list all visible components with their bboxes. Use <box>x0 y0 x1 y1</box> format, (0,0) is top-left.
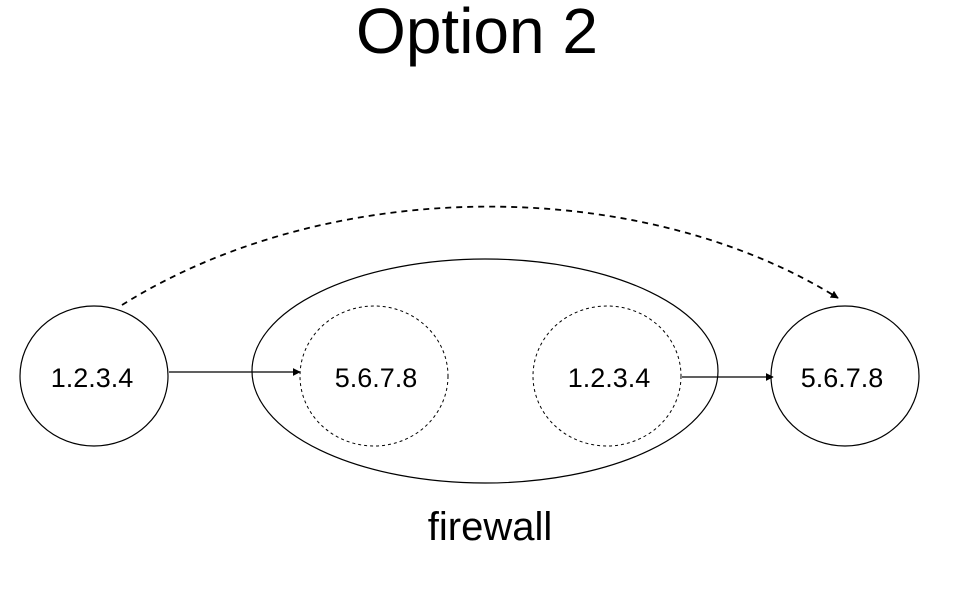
firewall-inner-destination-circle <box>299 305 449 447</box>
diagram-title: Option 2 <box>356 0 598 67</box>
firewall-label: firewall <box>428 505 552 549</box>
firewall-inner-source-circle <box>532 305 682 447</box>
left-source-address: 1.2.3.4 <box>51 363 134 393</box>
inner-destination-address: 5.6.7.8 <box>335 363 418 393</box>
right-destination-address: 5.6.7.8 <box>801 363 884 393</box>
firewall-ellipse <box>251 258 719 484</box>
inner-source-address: 1.2.3.4 <box>568 363 651 393</box>
left-source-circle <box>19 305 169 447</box>
bypass-arrow <box>121 205 839 306</box>
